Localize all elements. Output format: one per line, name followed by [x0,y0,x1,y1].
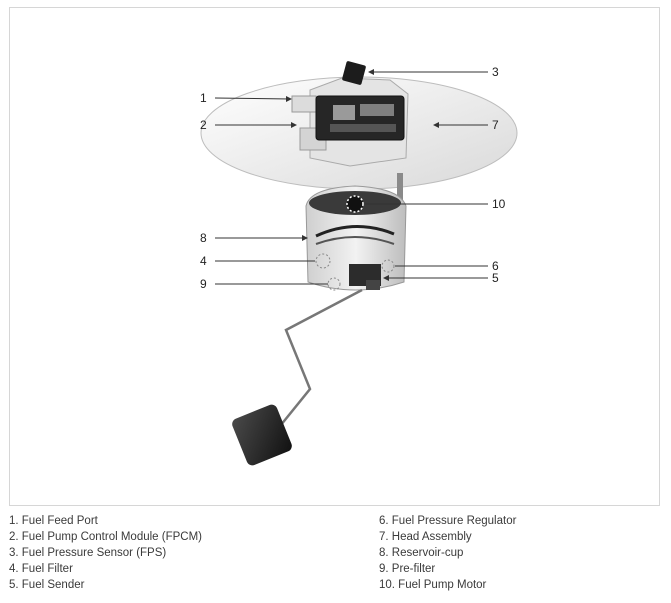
legend-item: 9. Pre-filter [379,563,436,575]
callout-6: 6 [492,259,499,273]
callout-3: 3 [492,65,499,79]
legend: 1. Fuel Feed Port 2. Fuel Pump Control M… [9,513,660,597]
float-arm [271,288,363,437]
diagram-svg: 1 2 3 4 5 6 7 8 9 10 [200,61,518,466]
fuel-pump-diagram: 1 2 3 4 5 6 7 8 9 10 [9,7,660,506]
legend-column-left: 1. Fuel Feed Port 2. Fuel Pump Control M… [9,513,202,593]
leader-arrowheads [286,69,439,281]
callout-5: 5 [492,271,499,285]
pump-motor-marker [346,195,364,213]
sender-housing [366,280,380,290]
legend-item: 6. Fuel Pressure Regulator [379,515,517,527]
callout-8: 8 [200,231,207,245]
callout-9: 9 [200,277,207,291]
legend-item: 4. Fuel Filter [9,563,73,575]
float [232,404,292,466]
callout-4: 4 [200,254,207,268]
regulator-marker [381,259,395,273]
callout-2: 2 [200,118,207,132]
leader-lines [214,71,488,285]
callout-10: 10 [492,197,506,211]
legend-item: 8. Reservoir-cup [379,547,464,559]
fpcm-module [315,95,405,141]
legend-item: 3. Fuel Pressure Sensor (FPS) [9,547,167,559]
legend-item: 1. Fuel Feed Port [9,515,98,527]
legend-item: 2. Fuel Pump Control Module (FPCM) [9,531,203,543]
callout-1: 1 [200,91,207,105]
legend-item: 10. Fuel Pump Motor [379,579,487,591]
legend-item: 7. Head Assembly [379,531,472,543]
fuel-pressure-sensor [342,61,366,85]
fuel-filter-marker [315,253,331,269]
pre-filter-marker [327,277,341,291]
legend-column-right: 6. Fuel Pressure Regulator 7. Head Assem… [379,513,516,593]
callout-7: 7 [492,118,499,132]
legend-item: 5. Fuel Sender [9,579,85,591]
